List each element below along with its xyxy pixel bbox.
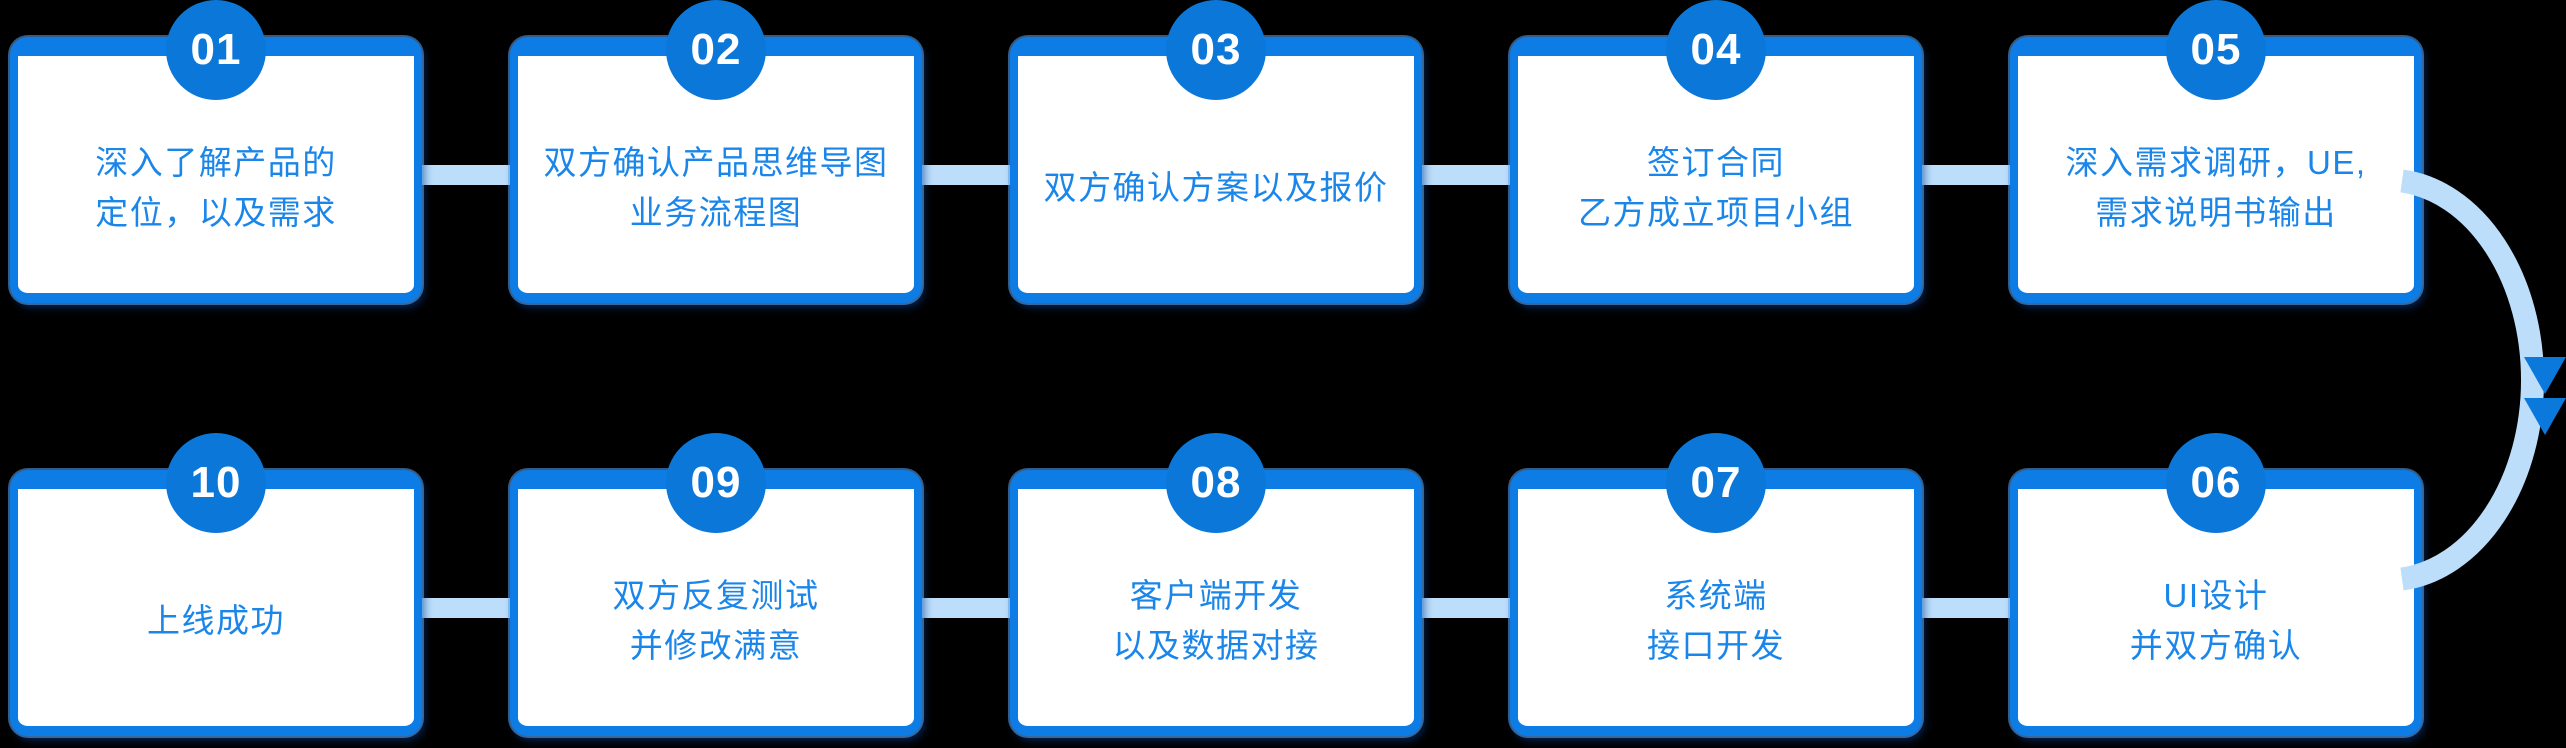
step-badge-03: 03: [1166, 0, 1266, 100]
step-text: 上线成功: [18, 489, 414, 726]
step-text-line: 需求说明书输出: [2095, 193, 2337, 231]
step-text: 双方反复测试 并修改满意: [518, 489, 914, 726]
step-text-line: 定位，以及需求: [95, 193, 337, 231]
step-text: UI设计 并双方确认: [2018, 489, 2414, 726]
step-text: 系统端 接口开发: [1518, 489, 1914, 726]
step-card-05: 05 深入需求调研，UE, 需求说明书输出: [2010, 0, 2422, 303]
step-number: 06: [2190, 458, 2242, 507]
step-badge-10: 10: [166, 433, 266, 533]
step-card-08: 08 客户端开发 以及数据对接: [1010, 433, 1422, 736]
step-card-07: 07 系统端 接口开发: [1510, 433, 1922, 736]
step-text-line: 系统端: [1664, 576, 1768, 614]
connector-bar: [414, 598, 520, 618]
step-text-line: 客户端开发: [1129, 576, 1303, 614]
connector-bar: [1914, 165, 2020, 185]
step-number: 05: [2190, 25, 2242, 74]
step-text: 双方确认方案以及报价: [1018, 56, 1414, 293]
step-text-line: 并双方确认: [2129, 626, 2303, 664]
step-card-09: 09 双方反复测试 并修改满意: [510, 433, 922, 736]
step-card-10: 10 上线成功: [10, 433, 422, 736]
step-text: 客户端开发 以及数据对接: [1018, 489, 1414, 726]
step-text-line: 业务流程图: [629, 193, 803, 231]
step-number: 02: [690, 25, 742, 74]
connector-bar: [1414, 598, 1520, 618]
step-text-line: 双方确认产品思维导图: [543, 143, 889, 181]
step-text-line: 乙方成立项目小组: [1578, 193, 1854, 231]
step-text: 双方确认产品思维导图 业务流程图: [518, 56, 914, 293]
connector-bar: [1414, 165, 1520, 185]
step-text-line: 深入了解产品的: [95, 143, 337, 181]
step-text-line: 以及数据对接: [1112, 626, 1320, 664]
step-text-line: 并修改满意: [629, 626, 803, 664]
connector-bar: [414, 165, 520, 185]
step-text-line: 接口开发: [1647, 626, 1785, 664]
arrow-down-icon: [2524, 357, 2566, 394]
step-text-line: 深入需求调研，UE,: [2065, 143, 2367, 181]
step-number: 08: [1190, 458, 1242, 507]
step-badge-07: 07: [1666, 433, 1766, 533]
step-text: 深入了解产品的 定位，以及需求: [18, 56, 414, 293]
step-text-line: UI设计: [2163, 576, 2269, 614]
step-number: 09: [690, 458, 742, 507]
arrow-down-icon: [2524, 398, 2566, 435]
step-text: 签订合同 乙方成立项目小组: [1518, 56, 1914, 293]
step-text: 深入需求调研，UE, 需求说明书输出: [2018, 56, 2414, 293]
step-badge-08: 08: [1166, 433, 1266, 533]
step-card-02: 02 双方确认产品思维导图 业务流程图: [510, 0, 922, 303]
step-card-01: 01 深入了解产品的 定位，以及需求: [10, 0, 422, 303]
step-card-06: 06 UI设计 并双方确认: [2010, 433, 2422, 736]
connector-bar: [914, 165, 1020, 185]
step-text-line: 双方反复测试: [612, 576, 820, 614]
step-number: 03: [1190, 25, 1242, 74]
step-badge-06: 06: [2166, 433, 2266, 533]
step-badge-01: 01: [166, 0, 266, 100]
step-text-line: 上线成功: [147, 601, 285, 639]
step-number: 07: [1690, 458, 1742, 507]
step-text-line: 签订合同: [1647, 143, 1785, 181]
step-card-04: 04 签订合同 乙方成立项目小组: [1510, 0, 1922, 303]
connector-bar: [1914, 598, 2020, 618]
step-text-line: 双方确认方案以及报价: [1043, 168, 1389, 206]
step-card-03: 03 双方确认方案以及报价: [1010, 0, 1422, 303]
step-badge-04: 04: [1666, 0, 1766, 100]
step-number: 10: [190, 458, 242, 507]
step-badge-02: 02: [666, 0, 766, 100]
step-badge-05: 05: [2166, 0, 2266, 100]
step-badge-09: 09: [666, 433, 766, 533]
step-number: 04: [1690, 25, 1742, 74]
connector-bar: [914, 598, 1020, 618]
step-number: 01: [190, 25, 242, 74]
